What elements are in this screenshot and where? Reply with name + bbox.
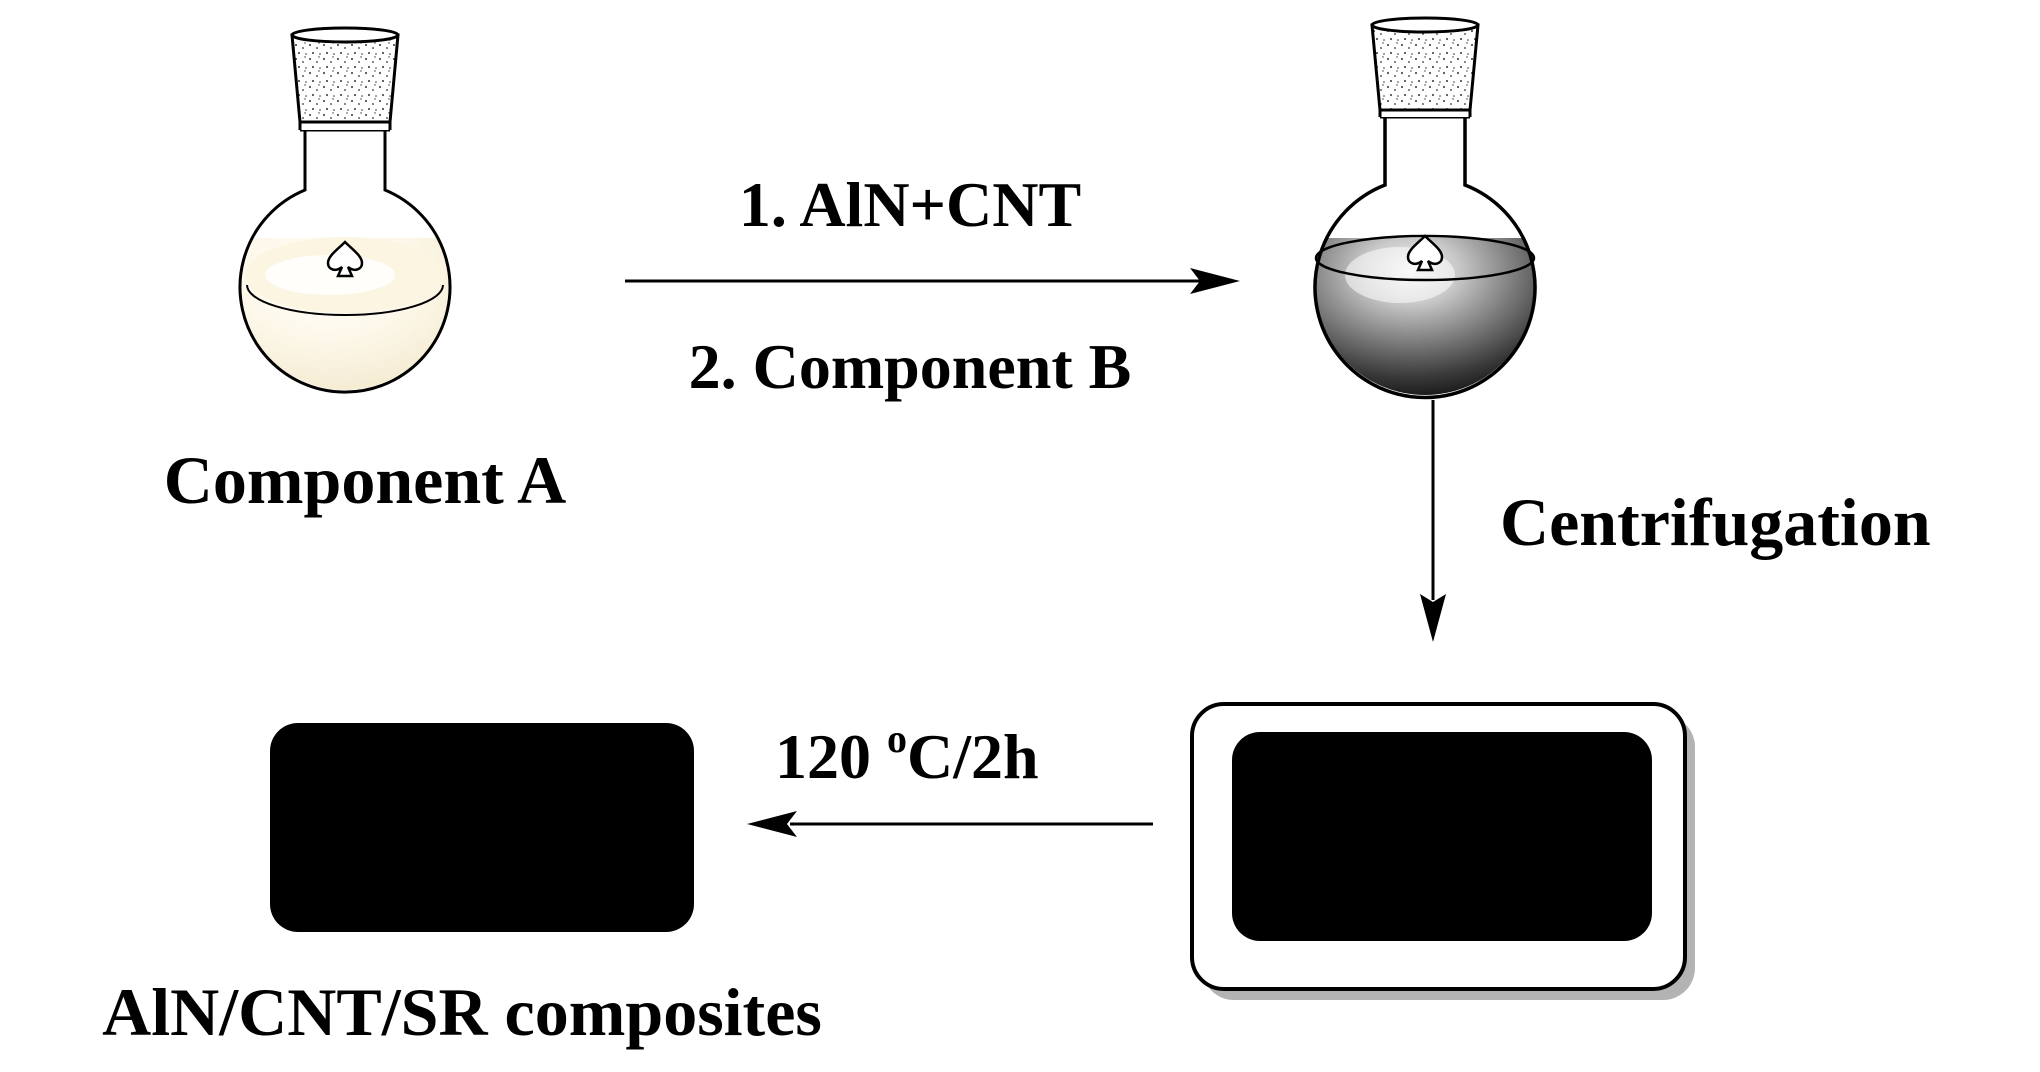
flask-b-icon bbox=[1313, 16, 1537, 400]
label-component-a: Component A bbox=[164, 442, 566, 518]
label-cure-conditions: 120 oC/2h bbox=[775, 716, 1039, 792]
flask-a-icon bbox=[238, 26, 452, 394]
label-product: AlN/CNT/SR composites bbox=[102, 974, 822, 1050]
cure-temp: 120 bbox=[775, 721, 887, 792]
arrow-left-icon bbox=[747, 811, 1153, 837]
arrow-right-icon bbox=[625, 268, 1240, 294]
label-step1: 1. AlN+CNT bbox=[739, 169, 1081, 240]
arrow-down-icon bbox=[1420, 400, 1446, 642]
label-centrifugation: Centrifugation bbox=[1500, 484, 1931, 560]
label-step2: 2. Component B bbox=[689, 331, 1132, 402]
degree-symbol: o bbox=[887, 716, 907, 761]
cure-rest: C/2h bbox=[907, 721, 1039, 792]
mold-icon bbox=[1190, 702, 1695, 1000]
composite-sample-icon bbox=[270, 723, 694, 932]
